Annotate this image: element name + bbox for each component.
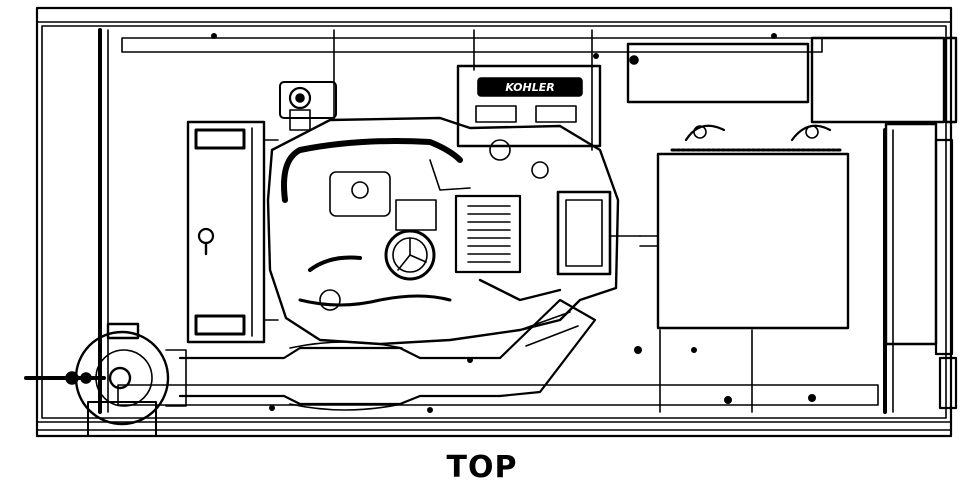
- controller-box: [626, 36, 958, 124]
- engine-logo: KOHLER: [505, 81, 554, 94]
- base-frame: [35, 6, 953, 438]
- muffler: [24, 322, 187, 437]
- radiator: [186, 120, 279, 344]
- exhaust-pipe: [178, 298, 597, 411]
- view-caption: TOP: [446, 450, 518, 485]
- alternator: [609, 124, 850, 330]
- air-cleaner: [279, 81, 337, 131]
- fasteners: [211, 33, 816, 413]
- engine-logo-plate: [456, 64, 602, 148]
- right-side-panel: [884, 122, 958, 410]
- engine: [266, 116, 620, 346]
